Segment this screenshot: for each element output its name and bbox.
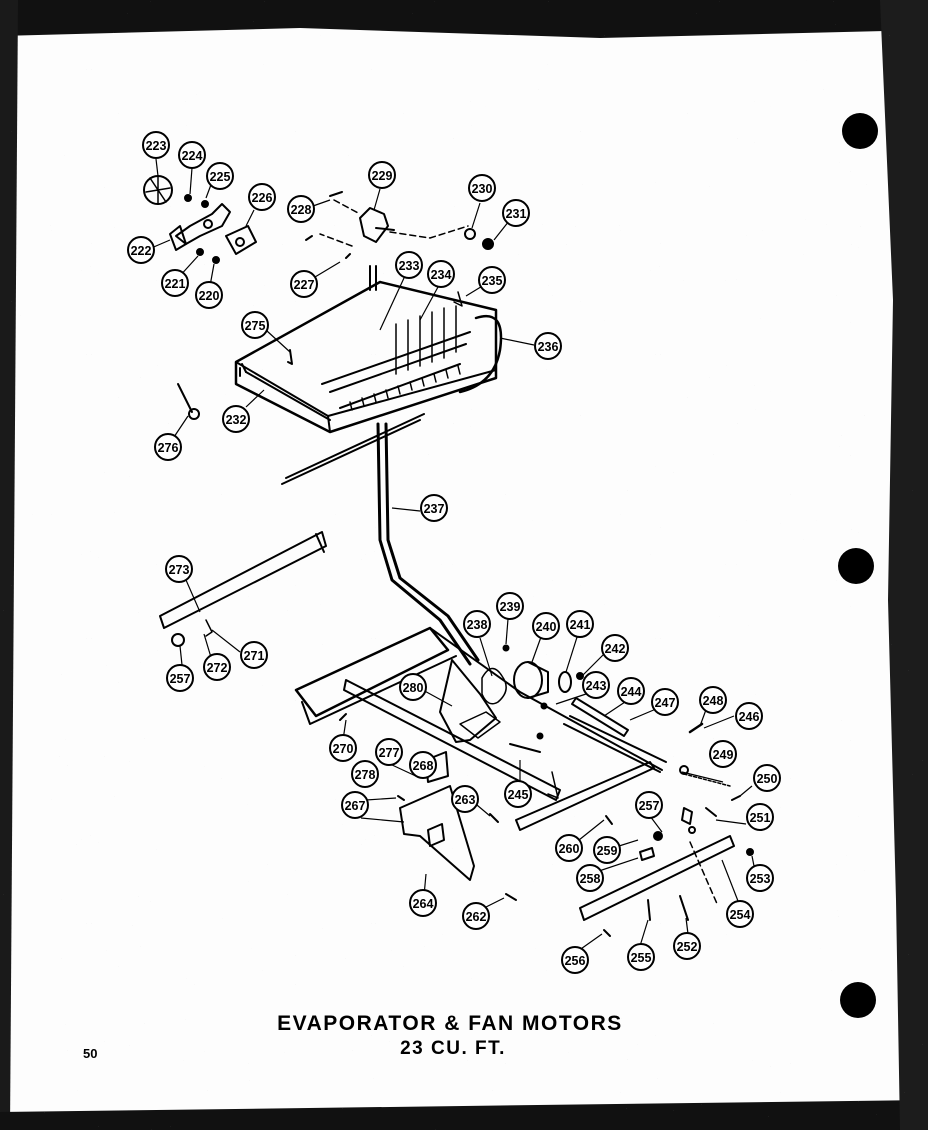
callout-260: 260 (559, 842, 580, 856)
diagram-subtitle: 23 CU. FT. (400, 1038, 506, 1059)
callout-275: 275 (245, 319, 266, 333)
callout-271: 271 (244, 649, 265, 663)
callout-270: 270 (333, 742, 354, 756)
callout-257-right: 257 (639, 799, 660, 813)
callout-230: 230 (472, 182, 493, 196)
callout-229: 229 (372, 169, 393, 183)
callout-236: 236 (538, 340, 559, 354)
callout-224: 224 (182, 149, 203, 163)
callout-244: 244 (621, 685, 642, 699)
callout-239: 239 (500, 600, 521, 614)
callout-227: 227 (294, 278, 315, 292)
callout-222: 222 (131, 244, 152, 258)
callout-256: 256 (565, 954, 586, 968)
parts-artwork (143, 175, 754, 937)
callout-circles (127, 131, 781, 974)
callout-247: 247 (655, 696, 676, 710)
callout-237: 237 (424, 502, 445, 516)
callout-267: 267 (345, 799, 366, 813)
drain-tube-part (376, 422, 480, 666)
callout-280: 280 (403, 681, 424, 695)
callout-278: 278 (355, 768, 376, 782)
evaporator-fan-motor-part (481, 661, 584, 705)
callout-249: 249 (713, 748, 734, 762)
callout-245: 245 (508, 788, 529, 802)
callout-258: 258 (580, 872, 601, 886)
binder-hole-bottom (840, 982, 876, 1018)
callout-254: 254 (730, 908, 751, 922)
callout-242: 242 (605, 642, 626, 656)
callout-257-left: 257 (170, 672, 191, 686)
diagram-title: EVAPORATOR & FAN MOTORS (277, 1012, 623, 1035)
binder-hole-middle (838, 548, 874, 584)
callout-255: 255 (631, 951, 652, 965)
callout-241: 241 (570, 618, 591, 632)
callout-246: 246 (739, 710, 760, 724)
callout-268: 268 (413, 759, 434, 773)
callout-233: 233 (399, 259, 420, 273)
callout-223: 223 (146, 139, 167, 153)
lower-frame-assembly (294, 626, 667, 831)
callout-276: 276 (158, 441, 179, 455)
callout-232: 232 (226, 413, 247, 427)
callout-259: 259 (597, 844, 618, 858)
callout-253: 253 (750, 872, 771, 886)
callout-243: 243 (586, 679, 607, 693)
callout-272: 272 (207, 661, 228, 675)
callout-226: 226 (252, 191, 273, 205)
callout-231: 231 (506, 207, 527, 221)
callout-labels: 223 224 225 226 222 221 220 228 227 229 … (131, 139, 778, 968)
callout-264: 264 (413, 897, 434, 911)
callout-277: 277 (379, 746, 400, 760)
page-number: 50 (83, 1046, 98, 1061)
callout-234: 234 (431, 268, 452, 282)
callout-248: 248 (703, 694, 724, 708)
callout-228: 228 (291, 203, 312, 217)
callout-220: 220 (199, 289, 220, 303)
callout-225: 225 (210, 170, 231, 184)
evaporator-assembly (234, 265, 503, 485)
callout-221: 221 (165, 277, 186, 291)
callout-238: 238 (467, 618, 488, 632)
callout-262: 262 (466, 910, 487, 924)
callout-251: 251 (750, 811, 771, 825)
callout-263: 263 (455, 793, 476, 807)
callout-252: 252 (677, 940, 698, 954)
fan-motor-bracket-part (169, 203, 231, 251)
callout-273: 273 (169, 563, 190, 577)
callout-235: 235 (482, 274, 503, 288)
callout-250: 250 (757, 772, 778, 786)
binder-hole-top (842, 113, 878, 149)
leader-lines (148, 158, 755, 952)
fan-motor-part (225, 225, 257, 255)
callout-240: 240 (536, 620, 557, 634)
